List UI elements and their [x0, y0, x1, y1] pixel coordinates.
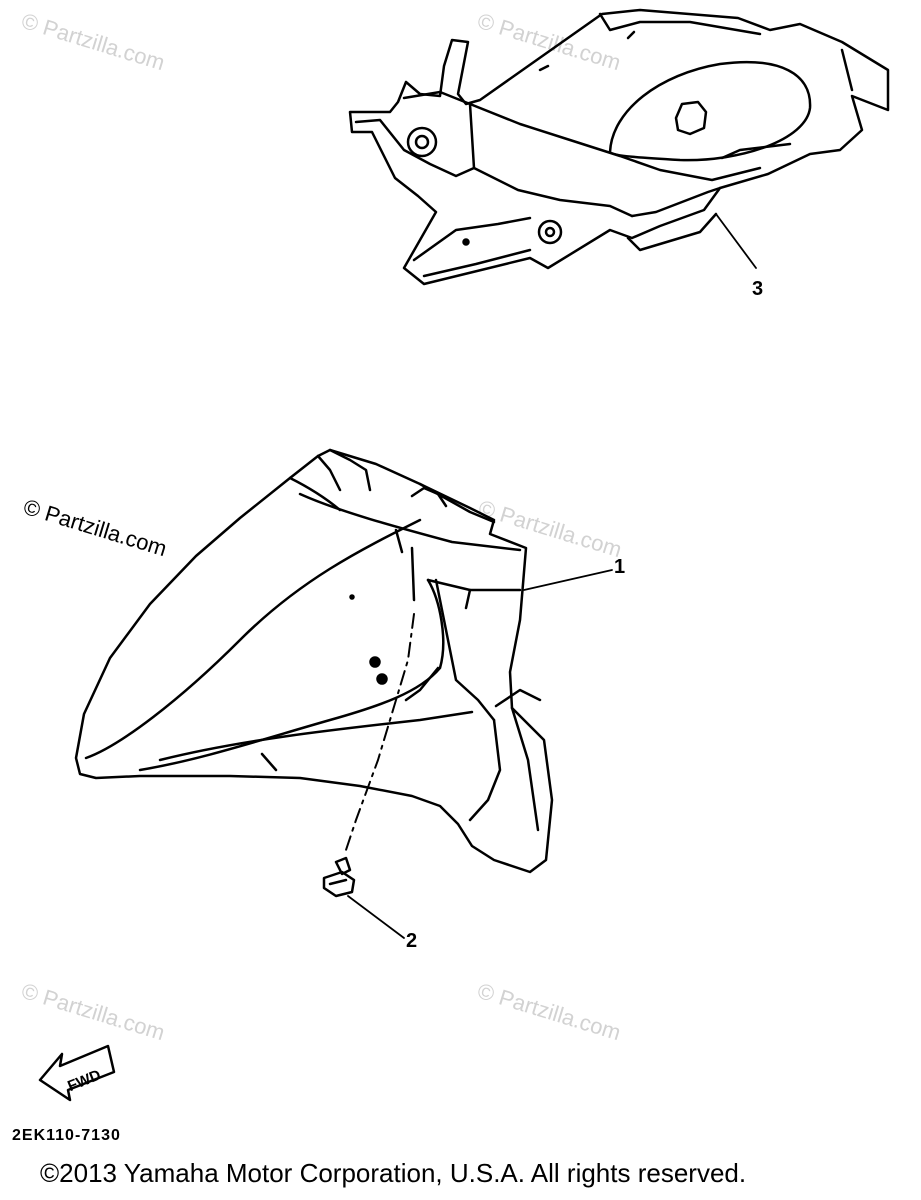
part-2-bolt: [322, 856, 356, 898]
drawing-code: 2EK110-7130: [12, 1127, 121, 1144]
callout-part-2: 2: [406, 930, 418, 952]
copyright-notice: ©2013 Yamaha Motor Corporation, U.S.A. A…: [40, 1158, 747, 1188]
fwd-label: FWD: [65, 1067, 103, 1096]
callout-part-3: 3: [752, 278, 764, 300]
part-3-inner-panel: [348, 8, 890, 286]
part-1-front-fender: [74, 448, 554, 874]
fwd-arrow-icon: [38, 1044, 116, 1102]
callout-part-1: 1: [614, 556, 626, 578]
